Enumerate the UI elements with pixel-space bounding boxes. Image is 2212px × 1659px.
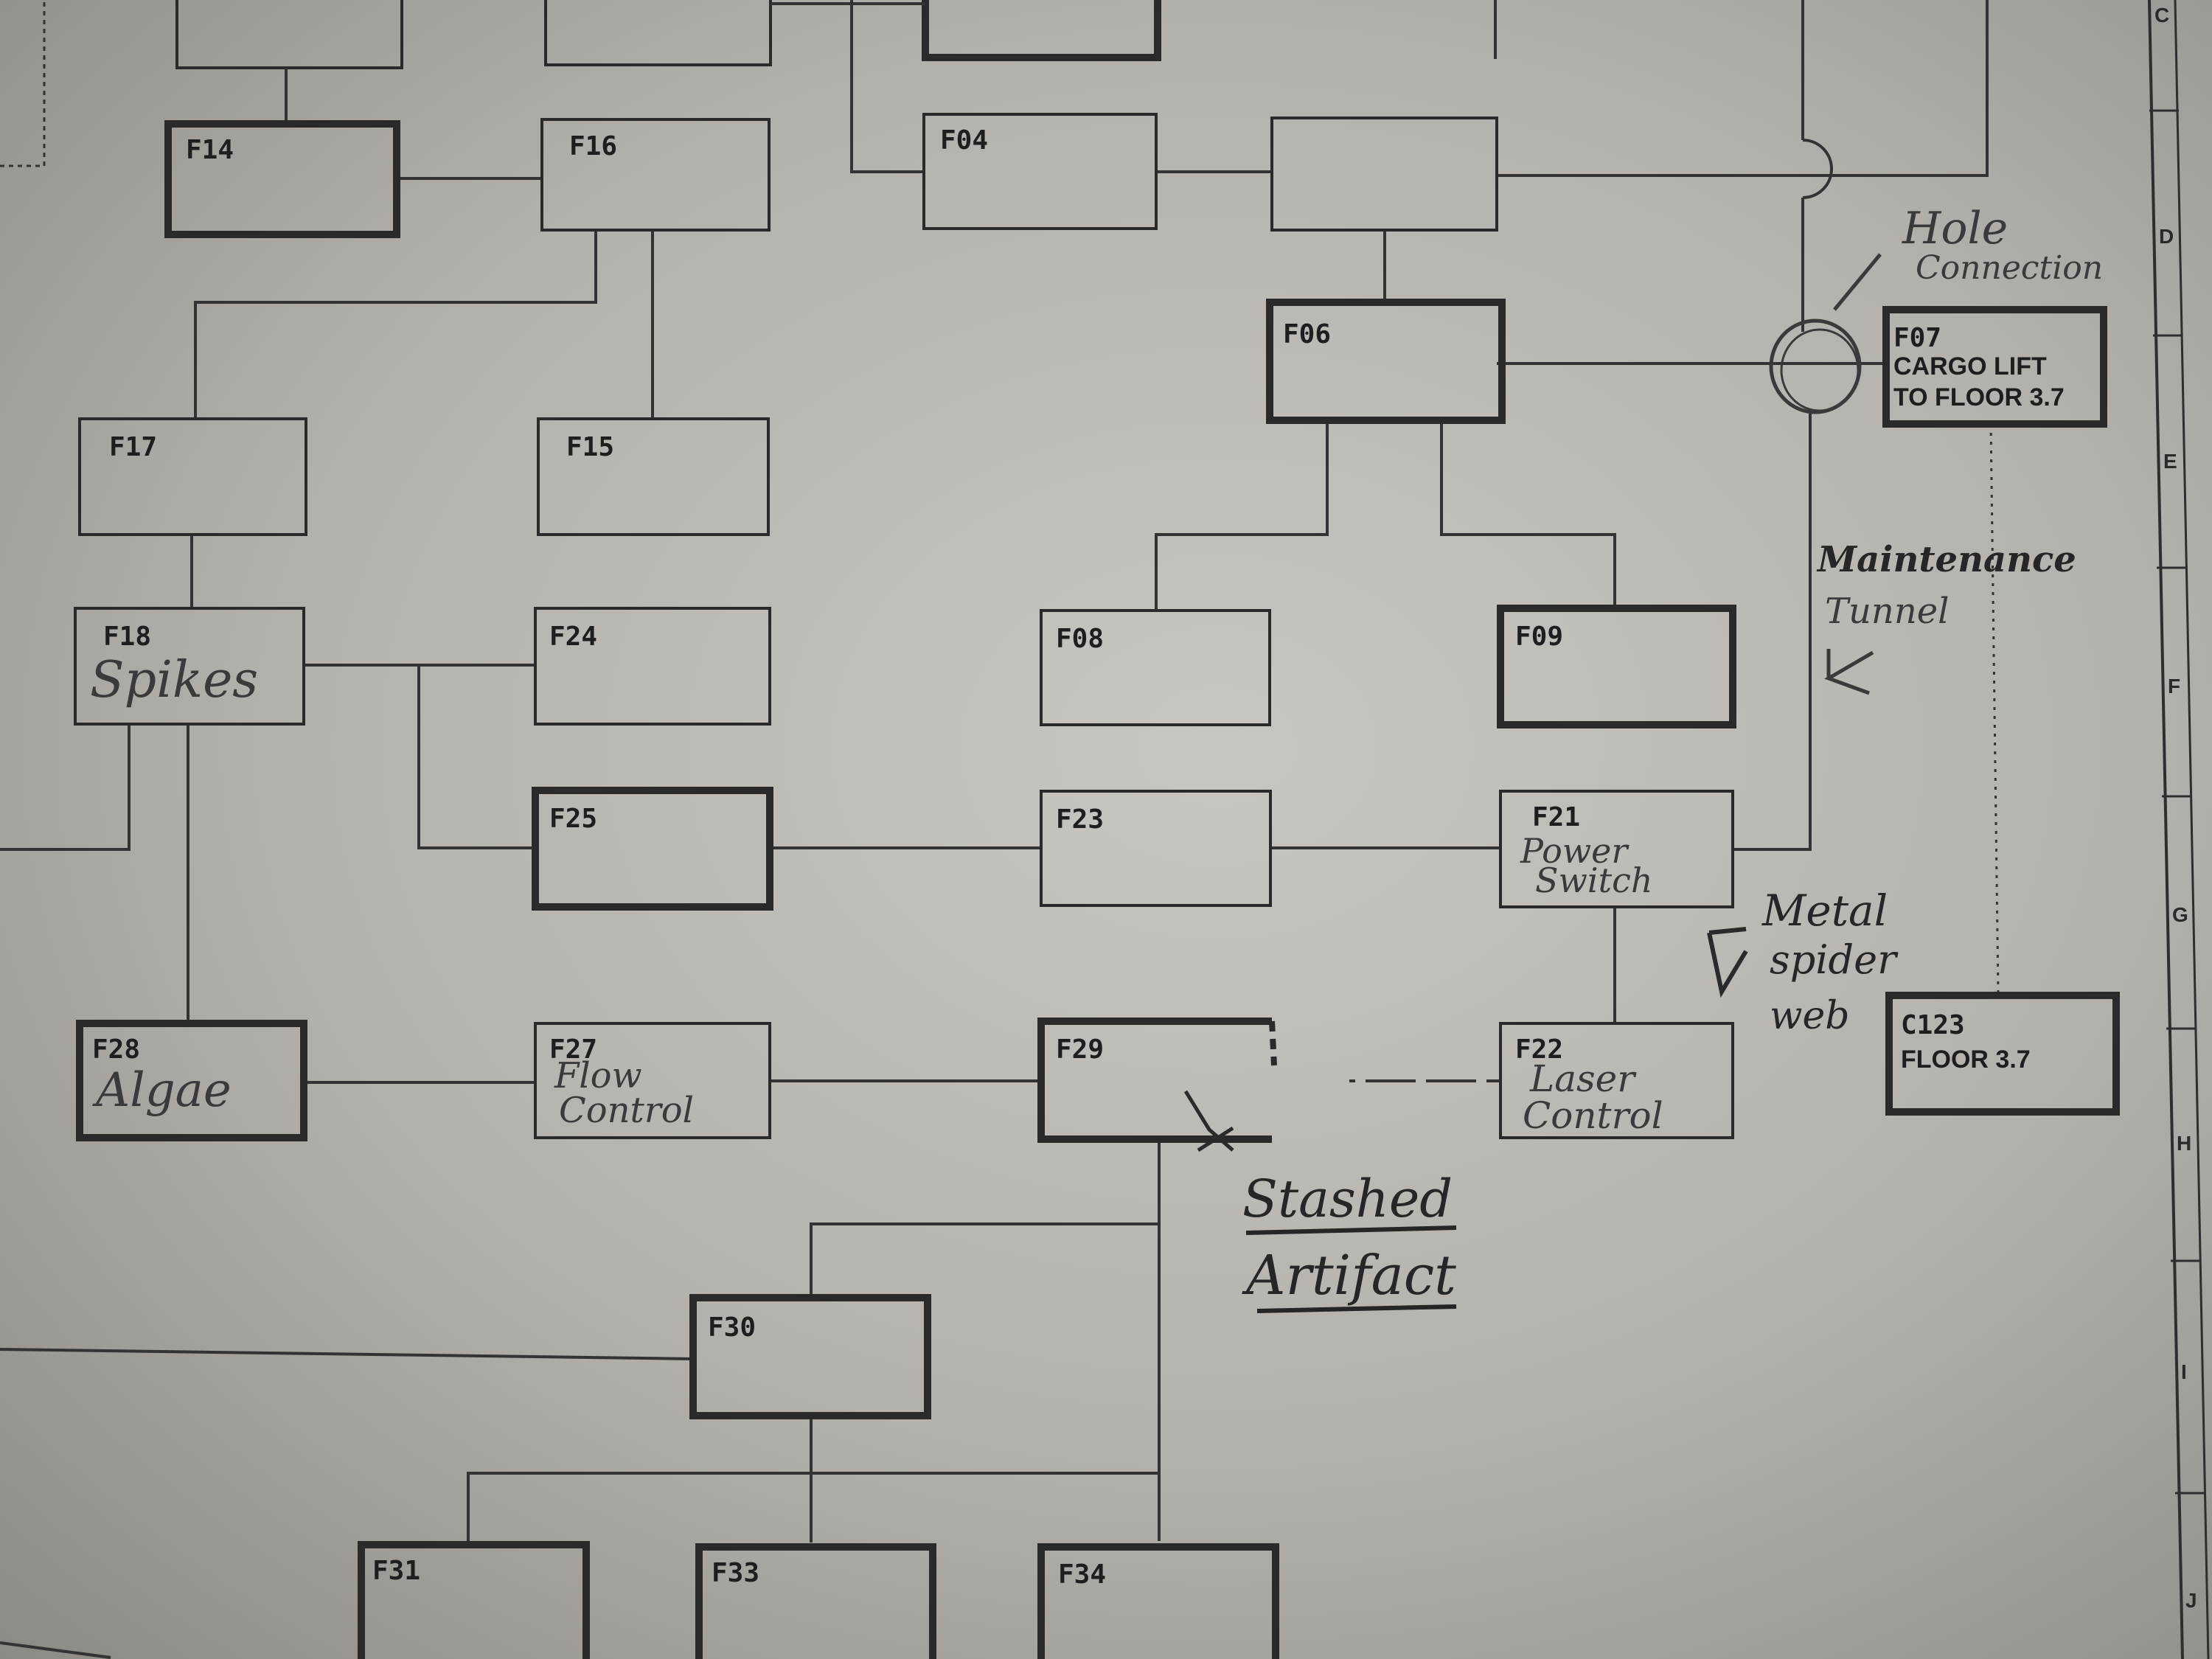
room-F22: F22 Laser Control — [1499, 1022, 1734, 1139]
grid-letter-j: J — [2185, 1589, 2197, 1612]
room-unlabeled-top — [1270, 116, 1498, 232]
grid-letter-c: C — [2154, 4, 2169, 27]
maintenance-text-line2: Tunnel — [1825, 591, 1950, 632]
hole-pointer-line — [1833, 253, 1882, 311]
room-F29-id: F29 — [1056, 1034, 1104, 1065]
room-F33: F33 — [695, 1543, 936, 1659]
room-F04: F04 — [922, 113, 1158, 230]
hole-connection-text-line1: Hole — [1902, 203, 2008, 254]
room-F21-id: F21 — [1532, 802, 1580, 832]
room-F28-note: Algae — [92, 1063, 232, 1118]
room-F18-id: F18 — [103, 622, 151, 652]
room-F22-id: F22 — [1515, 1034, 1563, 1065]
stashed-text-line1: Stashed — [1242, 1169, 1453, 1229]
room-F06-id: F06 — [1283, 319, 1331, 349]
room-C123-id: C123 — [1901, 1010, 1965, 1040]
room-F14: F14 — [164, 120, 400, 238]
room-F27-note-line1: Flow — [554, 1055, 642, 1096]
grid-letter-f: F — [2168, 675, 2180, 698]
room-F17-id: F17 — [109, 432, 157, 462]
room-F14-id: F14 — [186, 135, 234, 165]
stashed-text-line2: Artifact — [1242, 1244, 1456, 1307]
grid-letter-d: D — [2159, 225, 2174, 248]
metal-spider-web-annotation: Metal spider web — [1707, 886, 1899, 1038]
room-F23: F23 — [1040, 790, 1272, 907]
arrow-down-left-icon — [1824, 650, 1874, 695]
room-F15-id: F15 — [566, 432, 614, 462]
grid-letter-h: H — [2177, 1132, 2191, 1155]
room-F25-id: F25 — [549, 804, 597, 834]
room-F21: F21 Power Switch — [1499, 790, 1734, 908]
room-F09-id: F09 — [1515, 622, 1563, 652]
room-F18: F18 Spikes — [74, 607, 305, 726]
room-F04-id: F04 — [940, 125, 988, 156]
room-F34-id: F34 — [1058, 1559, 1106, 1590]
room-F07-line2: TO FLOOR 3.7 — [1893, 383, 2065, 411]
hole-connection-annotation: Hole Connection — [1769, 203, 2103, 414]
grid-letter-e: E — [2163, 450, 2177, 473]
hole-circle-icon — [1769, 319, 1862, 414]
room-F27-note-line2: Control — [559, 1090, 694, 1131]
maintenance-tunnel-annotation: Maintenance Tunnel — [1816, 539, 2076, 695]
room-F07-id: F07 — [1893, 323, 1941, 353]
room-F07-line1: CARGO LIFT — [1893, 352, 2047, 380]
room-F25: F25 — [532, 787, 773, 911]
connections — [0, 0, 2000, 1659]
room-F27-id: F27 — [549, 1034, 597, 1065]
room-F08: F08 — [1040, 609, 1271, 726]
room-F16-id: F16 — [569, 131, 617, 161]
room-F31: F31 — [358, 1541, 590, 1659]
room-C123: C123 FLOOR 3.7 — [1885, 992, 2120, 1116]
room-F17: F17 — [78, 417, 307, 536]
room-F31-id: F31 — [372, 1556, 420, 1586]
room-F15: F15 — [537, 417, 770, 536]
room-F27: F27 Flow Control — [534, 1022, 771, 1139]
room-F29: F29 — [1037, 1018, 1277, 1152]
room-F22-note-line2: Control — [1523, 1094, 1663, 1137]
top-partial-rooms — [0, 0, 1497, 167]
room-F23-id: F23 — [1056, 804, 1104, 835]
room-C123-line1: FLOOR 3.7 — [1901, 1046, 2031, 1074]
grid-letter-i: I — [2181, 1360, 2187, 1383]
stashed-artifact-annotation: Stashed Artifact — [1242, 1169, 1456, 1313]
room-F28-id: F28 — [92, 1034, 140, 1065]
room-F30: F30 — [689, 1294, 931, 1419]
hole-connection-text-line2: Connection — [1916, 249, 2103, 287]
room-F16: F16 — [540, 118, 771, 232]
room-F08-id: F08 — [1056, 624, 1104, 654]
room-F07: F07 CARGO LIFT TO FLOOR 3.7 — [1882, 306, 2107, 428]
room-F22-note-line1: Laser — [1529, 1057, 1637, 1100]
arrow-down-icon — [1707, 932, 1748, 998]
room-F24-id: F24 — [549, 622, 597, 652]
maintenance-text-line1: Maintenance — [1816, 539, 2076, 580]
metal-text-line3: web — [1770, 994, 1850, 1038]
room-F06: F06 — [1266, 299, 1506, 424]
room-F09: F09 — [1497, 605, 1736, 728]
room-F24: F24 — [534, 607, 771, 726]
room-F34: F34 — [1037, 1543, 1279, 1659]
metal-text-line1: Metal — [1761, 886, 1888, 936]
room-F18-note: Spikes — [90, 651, 258, 709]
grid-strip: C D E F G H I J — [2148, 0, 2210, 1659]
room-F21-note-line1: Power — [1520, 831, 1630, 871]
room-F28: F28 Algae — [76, 1020, 307, 1141]
room-F33-id: F33 — [712, 1558, 759, 1588]
grid-letter-g: G — [2172, 903, 2188, 926]
room-F30-id: F30 — [708, 1312, 756, 1343]
room-F21-note-line2: Switch — [1535, 860, 1652, 900]
metal-text-line2: spider — [1770, 936, 1899, 983]
